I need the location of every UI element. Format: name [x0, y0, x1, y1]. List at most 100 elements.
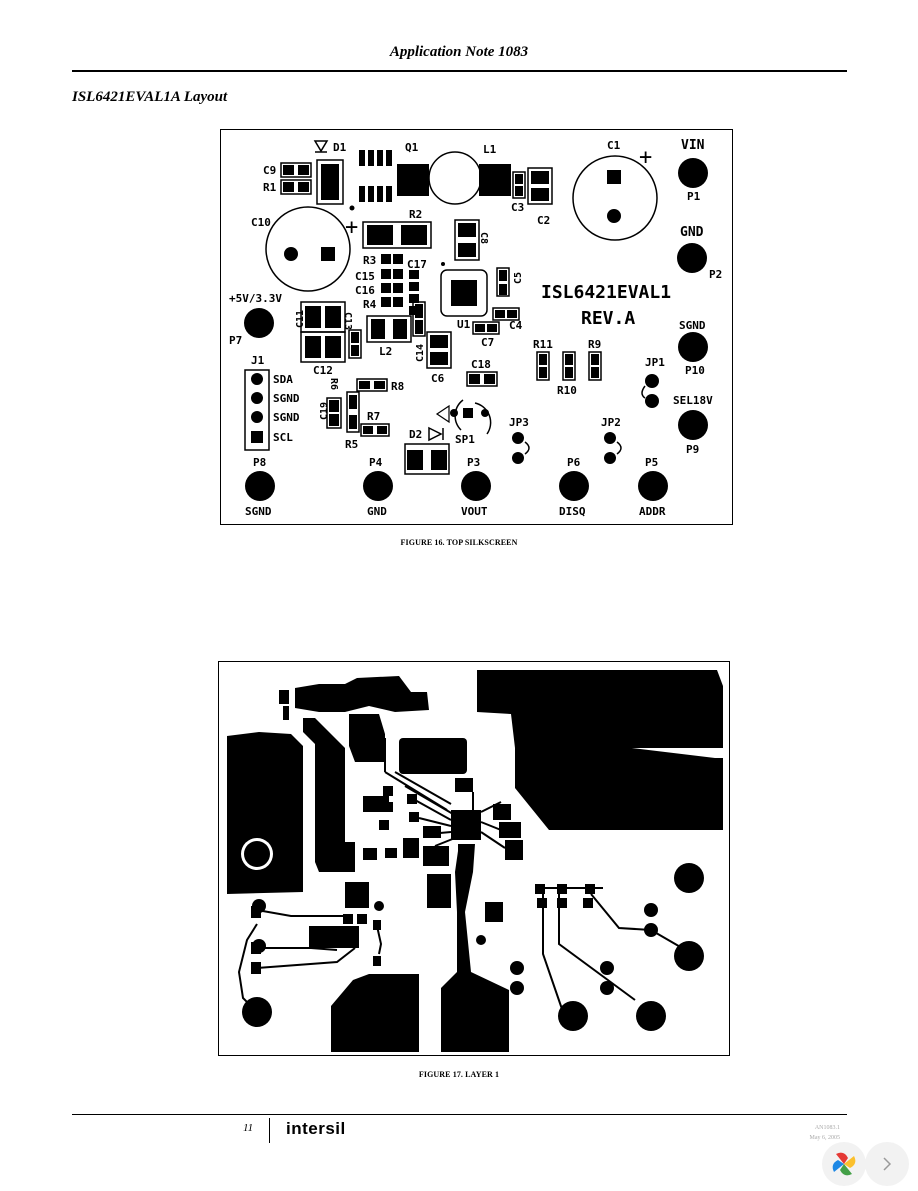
test-point-p7	[244, 308, 274, 338]
label-c7: C7	[481, 336, 494, 349]
footer-rule	[72, 1114, 847, 1115]
viewer-logo-button[interactable]	[822, 1142, 866, 1186]
figure-17-caption: FIGURE 17. LAYER 1	[418, 1070, 500, 1079]
p9-id: P9	[686, 443, 699, 456]
label-r2: R2	[409, 208, 422, 221]
label-c17: C17	[407, 258, 427, 271]
j1-pin-4: SCL	[273, 431, 293, 444]
p8-id: P8	[253, 456, 266, 469]
label-r9: R9	[588, 338, 601, 351]
label-r10: R10	[557, 384, 577, 397]
next-page-button[interactable]	[865, 1142, 909, 1186]
p1-label: VIN	[681, 138, 705, 153]
pinwheel-icon	[832, 1152, 856, 1176]
label-c6: C6	[431, 372, 445, 385]
p10-id: P10	[685, 364, 705, 377]
svg-text:C19: C19	[319, 402, 330, 420]
label-c9: C9	[263, 164, 276, 177]
figure-16-silkscreen: D1 C9 R1 Q1 L1 C3 C2 C1 +	[220, 129, 733, 525]
p2-id: P2	[709, 268, 722, 281]
label-c10: C10	[251, 216, 271, 229]
p6-id: P6	[567, 456, 581, 469]
label-c2: C2	[537, 214, 550, 227]
p8-label: SGND	[245, 505, 272, 518]
p5-label: ADDR	[639, 505, 666, 518]
svg-text:C14: C14	[415, 344, 426, 362]
page-number: 11	[243, 1122, 254, 1134]
label-d2: D2	[409, 428, 422, 441]
p4-label: GND	[367, 505, 387, 518]
label-c1: C1	[607, 139, 621, 152]
label-r4: R4	[363, 298, 377, 311]
copper-layer-drawing	[227, 670, 723, 1052]
svg-text:R6: R6	[328, 378, 339, 390]
svg-text:C5: C5	[513, 272, 524, 284]
label-j1: J1	[251, 354, 265, 367]
doc-info: AN1083.1 May 6, 2005	[800, 1123, 841, 1143]
page-header: Application Note 1083	[389, 44, 529, 60]
board-revision: REV.A	[581, 308, 635, 329]
d1-pad	[321, 164, 339, 200]
intersil-logo: intersil	[286, 1119, 346, 1138]
figure-17-layer1	[218, 661, 730, 1056]
p9-label: SEL18V	[673, 394, 713, 407]
label-c18: C18	[471, 358, 491, 371]
doc-id: AN1083.1	[814, 1125, 840, 1131]
label-r1: R1	[263, 181, 277, 194]
chevron-right-icon	[883, 1157, 892, 1171]
j1-pin-1: SDA	[273, 373, 293, 386]
j1-pin-2: SGND	[273, 392, 300, 405]
section-title: ISL6421EVAL1A Layout	[72, 89, 228, 105]
label-c16: C16	[355, 284, 375, 297]
doc-date: May 6, 2005	[809, 1135, 841, 1141]
label-l2: L2	[379, 345, 392, 358]
label-u1: U1	[457, 318, 471, 331]
layer1-pad-p10	[674, 863, 704, 893]
right-copper-pour	[477, 670, 723, 748]
p7-id: P7	[229, 334, 242, 347]
j1-header	[244, 369, 270, 451]
test-point-p4	[363, 471, 393, 501]
d1-diode-symbol	[313, 140, 329, 153]
u1-pad	[451, 810, 481, 840]
label-c15: C15	[355, 270, 375, 283]
svg-text:+: +	[345, 215, 358, 240]
test-point-p10	[678, 332, 708, 362]
test-point-p6	[559, 471, 589, 501]
svg-text:C13: C13	[342, 312, 353, 330]
label-q1: Q1	[405, 141, 419, 154]
label-r5: R5	[345, 438, 358, 451]
c10-capacitor	[265, 206, 351, 292]
label-jp2: JP2	[601, 416, 621, 429]
left-copper-pour	[227, 732, 303, 894]
label-jp1: JP1	[645, 356, 665, 369]
svg-text:C8: C8	[478, 232, 489, 244]
label-r8: R8	[391, 380, 404, 393]
label-l1: L1	[483, 143, 497, 156]
p2-label: GND	[680, 225, 704, 240]
label-r11: R11	[533, 338, 553, 351]
test-point-p9	[678, 410, 708, 440]
header-rule	[72, 70, 847, 72]
svg-text:+: +	[639, 145, 652, 170]
layer1-pad-p9	[674, 941, 704, 971]
label-d1: D1	[333, 141, 347, 154]
test-point-p1	[678, 158, 708, 188]
p5-id: P5	[645, 456, 658, 469]
label-jp3: JP3	[509, 416, 529, 429]
p4-id: P4	[369, 456, 383, 469]
label-r3: R3	[363, 254, 376, 267]
figure-16-caption: FIGURE 16. TOP SILKSCREEN	[400, 538, 518, 547]
test-point-p2	[677, 243, 707, 273]
board-title: ISL6421EVAL1	[541, 282, 671, 303]
layer1-pad-p8	[242, 997, 272, 1027]
silkscreen-drawing: D1 C9 R1 Q1 L1 C3 C2 C1 +	[229, 138, 722, 518]
p10-label: SGND	[679, 319, 706, 332]
footer-divider	[269, 1118, 270, 1143]
label-c12: C12	[313, 364, 333, 377]
test-point-p8	[245, 471, 275, 501]
p3-label: VOUT	[461, 505, 488, 518]
label-r7: R7	[367, 410, 380, 423]
p6-label: DISQ	[559, 505, 586, 518]
label-sp1: SP1	[455, 433, 475, 446]
